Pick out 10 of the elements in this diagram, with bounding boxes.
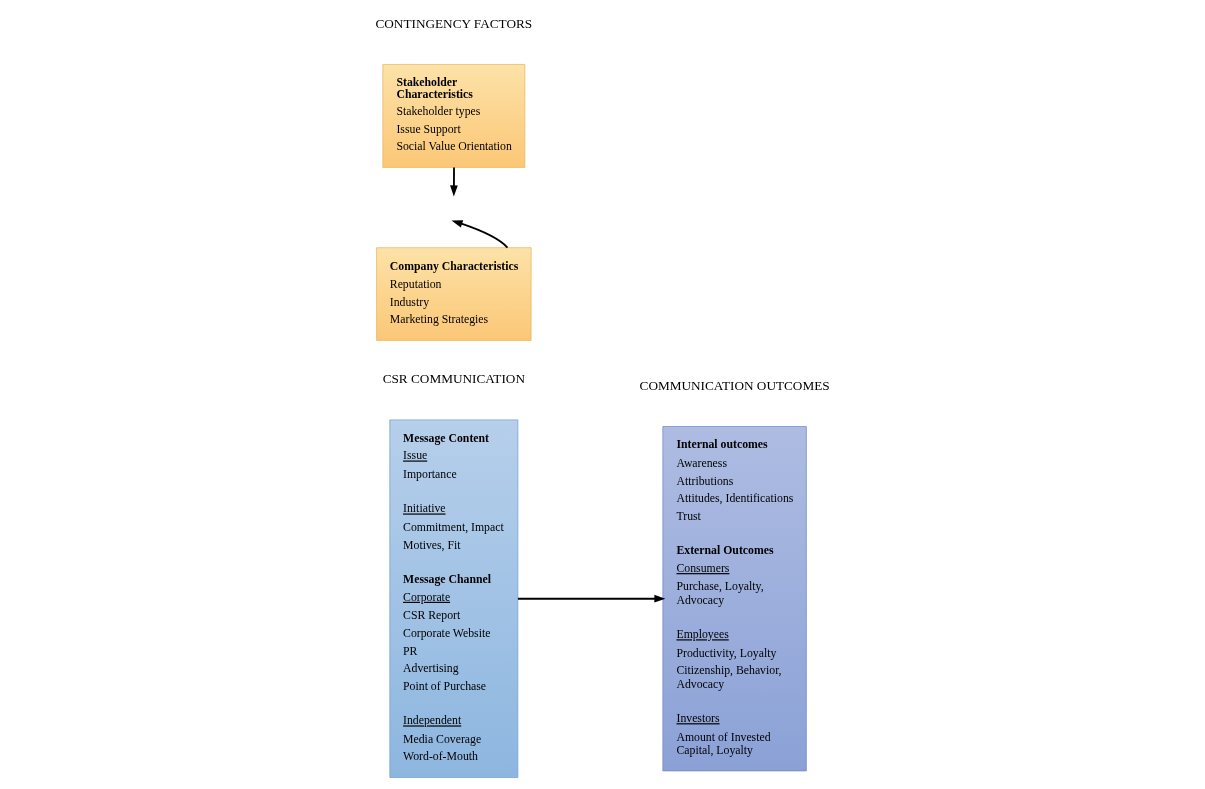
node-box: Stakeholder Characteristics Stakeholder types Issue Support Social Value Orientation: [382, 64, 526, 168]
arrow: [451, 220, 509, 249]
label: COMMUNICATION OUTCOMES: [639, 378, 830, 394]
arrow: [450, 166, 458, 197]
node-box: Company Characteristics Reputation Industry Marketing Strategies: [376, 247, 532, 341]
label: CSR COMMUNICATION: [382, 371, 525, 387]
label: CONTINGENCY FACTORS: [375, 15, 533, 31]
node-box: Internal outcomes Awareness Attributions Attitudes, Identifications Trust External Outcomes Consumers Purchase, Loyalty, Advocacy Employees Productivity, Loyalty Citizenship, Behavior, Advocacy Investors Amount of Invested Capital, Loyalty: [662, 426, 807, 772]
arrow: [517, 594, 666, 603]
node-box: Message Content Issue Importance Initiative Commitment, Impact Motives, Fit Message Channel Corporate CSR Report Corporate Website PR Advertising Point of Purchase Independent Media Coverage Word-of-Mouth: [389, 419, 519, 778]
